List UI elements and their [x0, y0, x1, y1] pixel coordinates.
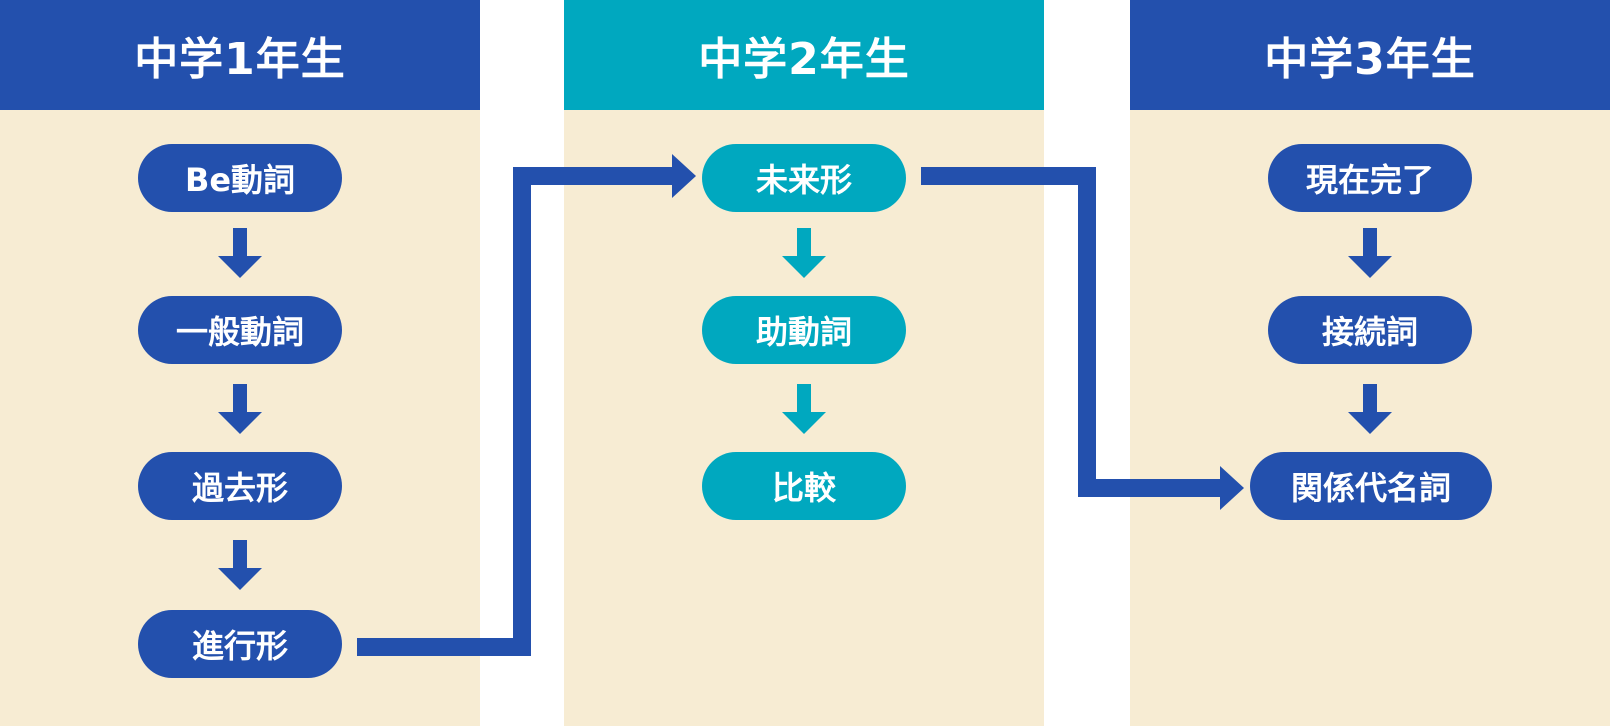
topic-present-perfect: 現在完了 [1268, 144, 1472, 212]
grade1-column: 中学1年生 [0, 0, 480, 726]
down-arrow-icon [218, 228, 262, 278]
grade3-header: 中学3年生 [1130, 0, 1610, 110]
topic-future-tense: 未来形 [702, 144, 906, 212]
topic-auxiliary-verb: 助動詞 [702, 296, 906, 364]
connector-grade1-to-grade2 [357, 154, 696, 656]
down-arrow-icon [1348, 228, 1392, 278]
topic-conjunction: 接続詞 [1268, 296, 1472, 364]
down-arrow-icon [1348, 384, 1392, 434]
down-arrow-icon [782, 228, 826, 278]
down-arrow-icon [218, 384, 262, 434]
topic-general-verb: 一般動詞 [138, 296, 342, 364]
topic-relative-pronoun: 関係代名詞 [1250, 452, 1492, 520]
topic-be-verb: Be動詞 [138, 144, 342, 212]
down-arrow-icon [218, 540, 262, 590]
grade2-column: 中学2年生 [564, 0, 1044, 726]
connector-grade2-to-grade3 [921, 167, 1244, 510]
arrowhead-right-icon [1220, 466, 1244, 510]
topic-progressive: 進行形 [138, 610, 342, 678]
arrowhead-right-icon [672, 154, 696, 198]
topic-comparison: 比較 [702, 452, 906, 520]
topic-past-tense: 過去形 [138, 452, 342, 520]
grade1-header: 中学1年生 [0, 0, 480, 110]
grade2-header: 中学2年生 [564, 0, 1044, 110]
down-arrow-icon [782, 384, 826, 434]
